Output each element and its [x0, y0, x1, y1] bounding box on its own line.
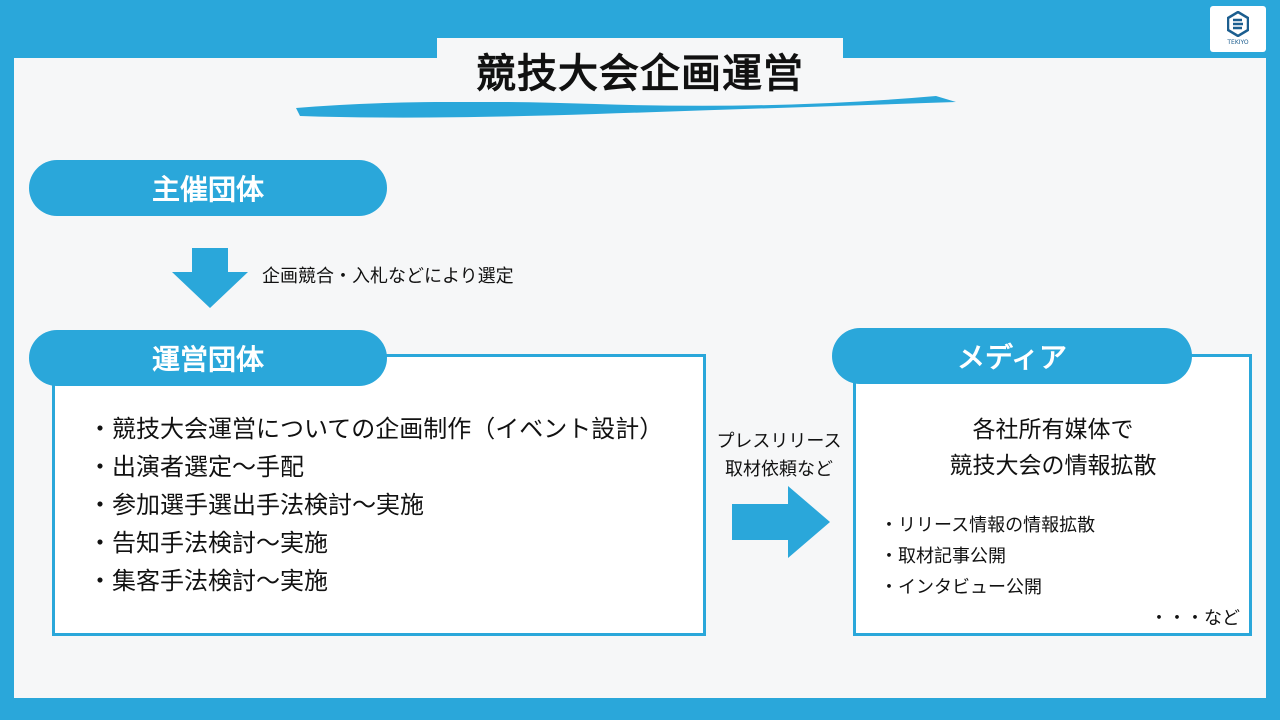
press-note: プレスリリース 取材依頼など — [704, 428, 854, 484]
media-activity-list: ・リリース情報の情報拡散 ・取材記事公開 ・インタビュー公開 — [880, 510, 1095, 603]
logo: TEKIYO — [1210, 6, 1266, 52]
media-box — [853, 354, 1252, 636]
media-headline-line: 各社所有媒体で — [972, 417, 1134, 443]
title-box: 競技大会企画運営 — [437, 38, 843, 102]
logo-text: TEKIYO — [1227, 39, 1249, 46]
list-item: ・出演者選定〜手配 — [88, 453, 304, 481]
organizer-label: 主催団体 — [151, 173, 264, 206]
list-item: ・インタビュー公開 — [880, 577, 1042, 598]
page-title: 競技大会企画運営 — [476, 51, 804, 97]
list-item: ・参加選手選出手法検討〜実施 — [88, 491, 424, 519]
operator-task-list: ・競技大会運営についての企画制作（イベント設計） ・出演者選定〜手配 ・参加選手… — [88, 410, 663, 600]
operator-box — [52, 354, 706, 636]
title-brush-stroke — [296, 96, 956, 118]
media-label: メディア — [956, 341, 1068, 374]
logo-icon — [1227, 11, 1249, 37]
selection-note: 企画競合・入札などにより選定 — [262, 266, 514, 287]
press-note-line: 取材依頼など — [725, 459, 833, 480]
operator-label: 運営団体 — [151, 343, 264, 376]
down-arrow-icon — [172, 248, 248, 308]
media-headline: 各社所有媒体で 競技大会の情報拡散 — [856, 412, 1250, 484]
media-pill: メディア — [832, 328, 1192, 384]
organizer-pill: 主催団体 — [29, 160, 387, 216]
list-item: ・競技大会運営についての企画制作（イベント設計） — [88, 415, 664, 443]
media-headline-line: 競技大会の情報拡散 — [949, 453, 1157, 479]
list-item: ・告知手法検討〜実施 — [88, 529, 328, 557]
list-item: ・リリース情報の情報拡散 — [880, 515, 1096, 536]
list-item: ・集客手法検討〜実施 — [88, 567, 328, 595]
etc-note: ・・・など — [1150, 608, 1240, 629]
press-note-line: プレスリリース — [716, 431, 842, 452]
operator-pill: 運営団体 — [29, 330, 387, 386]
list-item: ・取材記事公開 — [880, 546, 1006, 567]
right-arrow-icon — [732, 486, 830, 558]
